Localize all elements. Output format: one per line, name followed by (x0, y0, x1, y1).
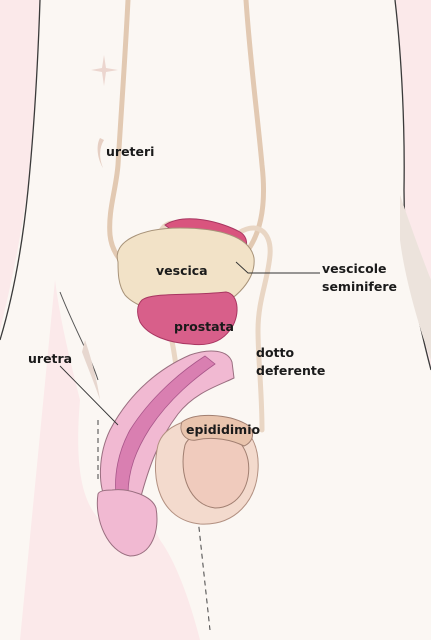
label-seminal-vesicles-line2: seminifere (322, 278, 397, 295)
label-ureters: ureteri (106, 143, 154, 160)
label-bladder: vescica (156, 262, 208, 279)
penis-glans (97, 490, 157, 556)
label-seminal-vesicles-line1: vescicole (322, 260, 387, 277)
label-vas-deferens-line2: deferente (256, 362, 325, 379)
label-urethra: uretra (28, 350, 72, 367)
label-vas-deferens-line1: dotto (256, 344, 294, 361)
label-epididymis: epididimio (186, 421, 260, 438)
label-prostate: prostata (174, 318, 234, 335)
